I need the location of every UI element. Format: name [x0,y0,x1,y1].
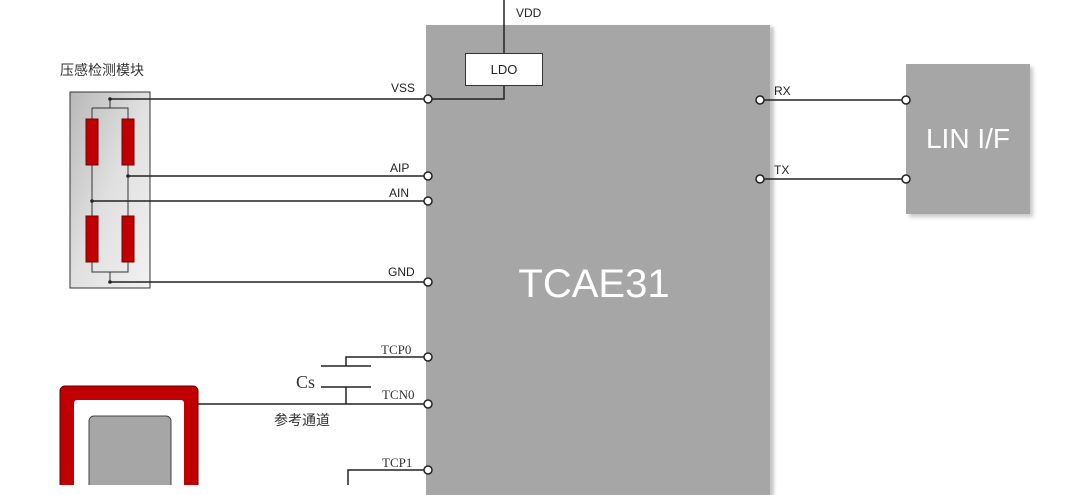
pin-label-tcp0: TCP0 [381,342,412,357]
sensor-module-title: 压感检测模块 [60,63,144,79]
pin-label-vss: VSS [391,81,416,95]
pin-label-vdd: VDD [516,6,542,20]
pin-label-tx: TX [774,163,790,177]
pin-label-rx: RX [774,84,791,98]
pin-label-aip: AIP [390,161,410,175]
pin-label-tcp1: TCP1 [382,455,413,470]
ldo-block: LDO [465,53,543,86]
pin-label-ain: AIN [389,186,410,200]
schematic-wires [59,0,911,485]
lin-interface-block [906,64,1030,214]
lin-interface-label: LIN I/F [925,123,1010,154]
chip-name: TCAE31 [518,262,670,306]
capacitor-label: Cs [296,372,316,392]
reference-channel-label: 参考通道 [274,413,330,429]
tcae31-chip [426,25,770,495]
pin-label-tcn0: TCN0 [382,387,415,402]
pin-label-gnd: GND [388,265,415,279]
